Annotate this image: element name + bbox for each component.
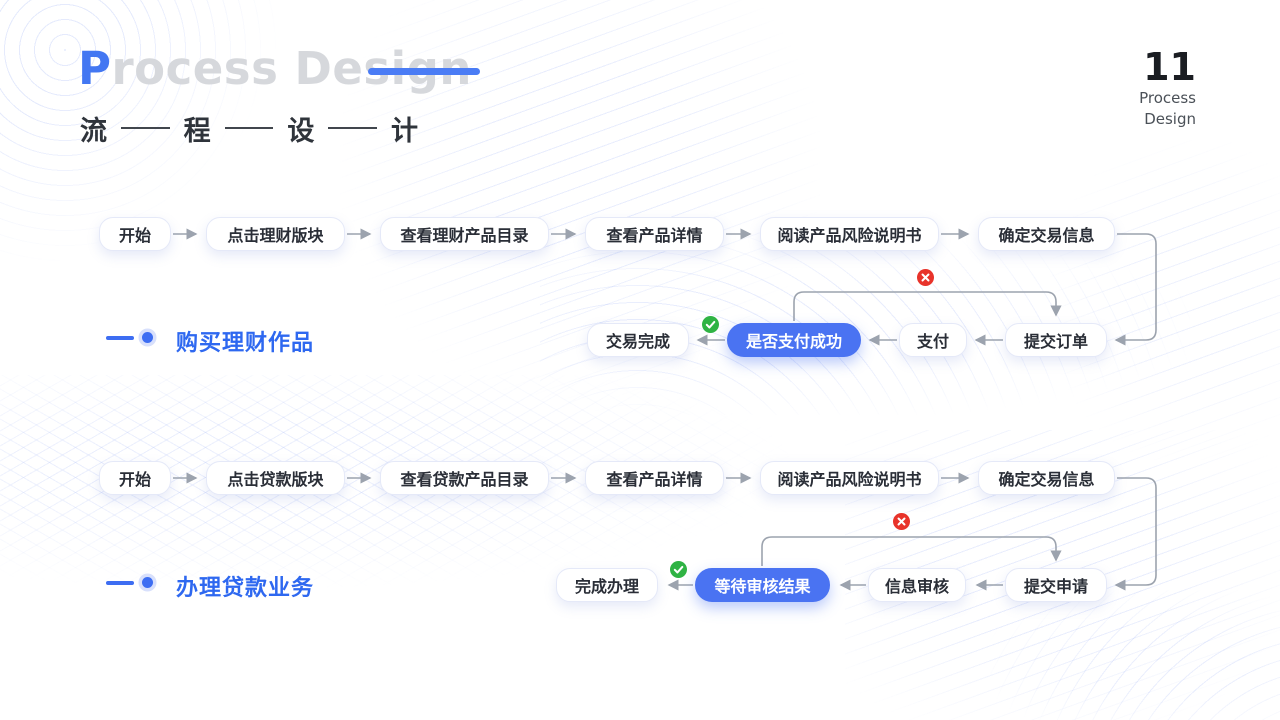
arrow-icon — [761, 536, 1062, 566]
flow1-step: 点击理财版块 — [206, 217, 345, 251]
flow2-step: 查看产品详情 — [585, 461, 724, 495]
page-label-top: Process — [1139, 89, 1196, 107]
section-dash — [106, 581, 134, 585]
arrow-icon — [793, 291, 1062, 321]
arrow-icon — [1114, 477, 1157, 591]
flow1-step-start: 开始 — [99, 217, 171, 251]
flow1-step: 阅读产品风险说明书 — [760, 217, 939, 251]
cross-icon — [893, 513, 910, 530]
page-number: 11 — [1143, 45, 1196, 89]
title-accent-bar — [368, 68, 480, 75]
flow1-step: 确定交易信息 — [978, 217, 1115, 251]
section-dot — [142, 577, 153, 588]
page-label-bottom: Design — [1144, 110, 1196, 128]
section-dot — [142, 332, 153, 343]
flow1-step: 查看理财产品目录 — [380, 217, 549, 251]
title-first-letter: P — [78, 42, 112, 95]
flow2-step: 提交申请 — [1005, 568, 1107, 602]
check-icon — [702, 316, 719, 333]
cross-icon — [917, 269, 934, 286]
section-dash — [106, 336, 134, 340]
page-title-cn: 流 程 设 计 — [80, 110, 419, 147]
flow2-step: 信息审核 — [868, 568, 966, 602]
check-icon — [670, 561, 687, 578]
section-title: 办理贷款业务 — [176, 576, 315, 601]
flow1-step: 支付 — [899, 323, 967, 357]
flow1-step: 查看产品详情 — [585, 217, 724, 251]
arrow-icon — [1114, 233, 1157, 346]
flow2-step-start: 开始 — [99, 461, 171, 495]
title-cn-divider — [224, 127, 274, 129]
title-cn-char: 流 — [80, 115, 107, 147]
flow2-step: 点击贷款版块 — [206, 461, 345, 495]
flow1-step-done: 交易完成 — [587, 323, 689, 357]
flow1-decision: 是否支付成功 — [727, 323, 861, 357]
flow2-decision: 等待审核结果 — [695, 568, 830, 602]
flow2-step: 阅读产品风险说明书 — [760, 461, 939, 495]
flow1-step: 提交订单 — [1005, 323, 1107, 357]
title-cn-char: 计 — [391, 115, 419, 147]
flow2-step: 确定交易信息 — [978, 461, 1115, 495]
page-number-block: 11 Process Design — [1139, 46, 1196, 130]
flow2-step: 查看贷款产品目录 — [380, 461, 549, 495]
title-cn-char: 设 — [287, 115, 315, 147]
title-cn-divider — [328, 127, 378, 129]
flow2-step-done: 完成办理 — [556, 568, 658, 602]
title-cn-char: 程 — [183, 115, 211, 147]
title-cn-divider — [121, 127, 170, 129]
section-title: 购买理财作品 — [176, 331, 315, 356]
